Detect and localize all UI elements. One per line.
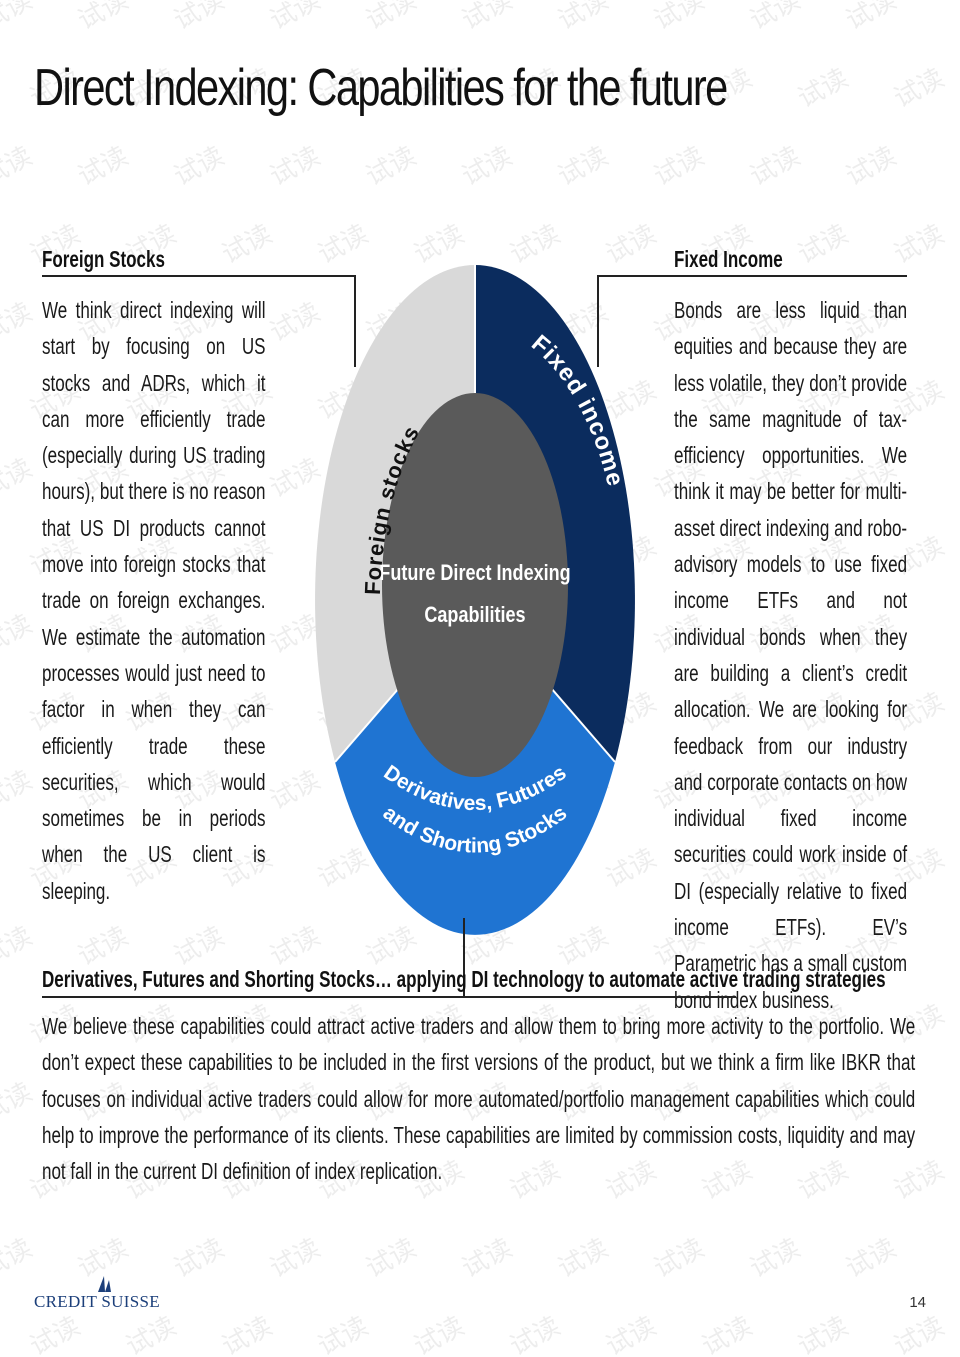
watermark-mark: 试读 [553,1233,614,1285]
watermark-mark: 试读 [409,1311,470,1357]
watermark-mark: 试读 [649,1233,710,1285]
center-disc [382,393,568,777]
watermark-mark: 试读 [745,1233,806,1285]
watermark-mark: 试读 [0,765,38,817]
watermark-mark: 试读 [121,1311,182,1357]
watermark-mark: 试读 [217,219,278,271]
watermark-mark: 试读 [841,1233,902,1285]
watermark-mark: 试读 [649,0,710,37]
watermark-mark: 试读 [0,453,38,505]
watermark-mark: 试读 [265,1233,326,1285]
watermark-mark: 试读 [793,1311,854,1357]
foreign-stocks-heading: Foreign Stocks [42,246,165,272]
capabilities-ring-svg: Future Direct Indexing Capabilities Fore… [315,265,635,935]
derivatives-connector [463,918,465,998]
watermark-mark: 试读 [169,0,230,37]
watermark-mark: 试读 [265,0,326,37]
center-label-line2: Capabilities [424,603,525,627]
watermark-mark: 试读 [25,1311,86,1357]
watermark-mark: 试读 [457,0,518,37]
watermark-mark: 试读 [169,921,230,973]
watermark-mark: 试读 [793,63,854,115]
watermark-mark: 试读 [361,141,422,193]
watermark-mark: 试读 [745,0,806,37]
watermark-mark: 试读 [793,219,854,271]
page-number: 14 [909,1294,926,1311]
fixed-income-connector [597,275,599,367]
watermark-mark: 试读 [553,0,614,37]
watermark-mark: 试读 [0,141,38,193]
derivatives-heading: Derivatives, Futures and Shorting Stocks… [42,966,886,992]
watermark-mark: 试读 [217,1311,278,1357]
watermark-mark: 试读 [169,1233,230,1285]
fixed-income-heading: Fixed Income [674,246,783,272]
derivatives-body: We believe these capabilities could attr… [42,1013,916,1185]
watermark-mark: 试读 [265,141,326,193]
watermark-mark: 试读 [169,141,230,193]
foreign-stocks-body: We think direct indexing will start by f… [42,297,266,904]
watermark-mark: 试读 [457,1233,518,1285]
watermark-mark: 试读 [649,141,710,193]
watermark-mark: 试读 [697,1311,758,1357]
watermark-mark: 试读 [0,1077,38,1129]
watermark-mark: 试读 [889,219,950,271]
credit-suisse-logo: CREDIT SUISSE [34,1276,160,1312]
watermark-mark: 试读 [73,0,134,37]
watermark-mark: 试读 [505,1311,566,1357]
watermark-mark: 试读 [73,141,134,193]
watermark-mark: 试读 [745,141,806,193]
watermark-mark: 试读 [553,141,614,193]
watermark-mark: 试读 [0,1233,38,1285]
watermark-mark: 试读 [313,1311,374,1357]
derivatives-rule [42,996,736,998]
logo-text: CREDIT SUISSE [34,1292,160,1311]
watermark-mark: 试读 [73,921,134,973]
watermark-mark: 试读 [0,0,38,37]
center-label-line1: Future Direct Indexing [379,561,570,585]
watermark-mark: 试读 [457,141,518,193]
page-title: Direct Indexing: Capabilities for the fu… [34,59,728,117]
foreign-stocks-rule [42,275,355,277]
watermark-mark: 试读 [361,0,422,37]
watermark-mark: 试读 [361,1233,422,1285]
fixed-income-body: Bonds are less liquid than equities and … [674,297,908,1013]
watermark-mark: 试读 [0,921,38,973]
watermark-mark: 试读 [601,1311,662,1357]
foreign-stocks-connector [354,275,356,367]
watermark-mark: 试读 [841,0,902,37]
sails-icon [98,1276,111,1292]
capabilities-diagram: Future Direct Indexing Capabilities Fore… [290,250,660,940]
watermark-mark: 试读 [889,1311,950,1357]
watermark-mark: 试读 [0,609,38,661]
fixed-income-rule [597,275,907,277]
watermark-mark: 试读 [0,297,38,349]
watermark-mark: 试读 [889,63,950,115]
watermark-mark: 试读 [841,141,902,193]
